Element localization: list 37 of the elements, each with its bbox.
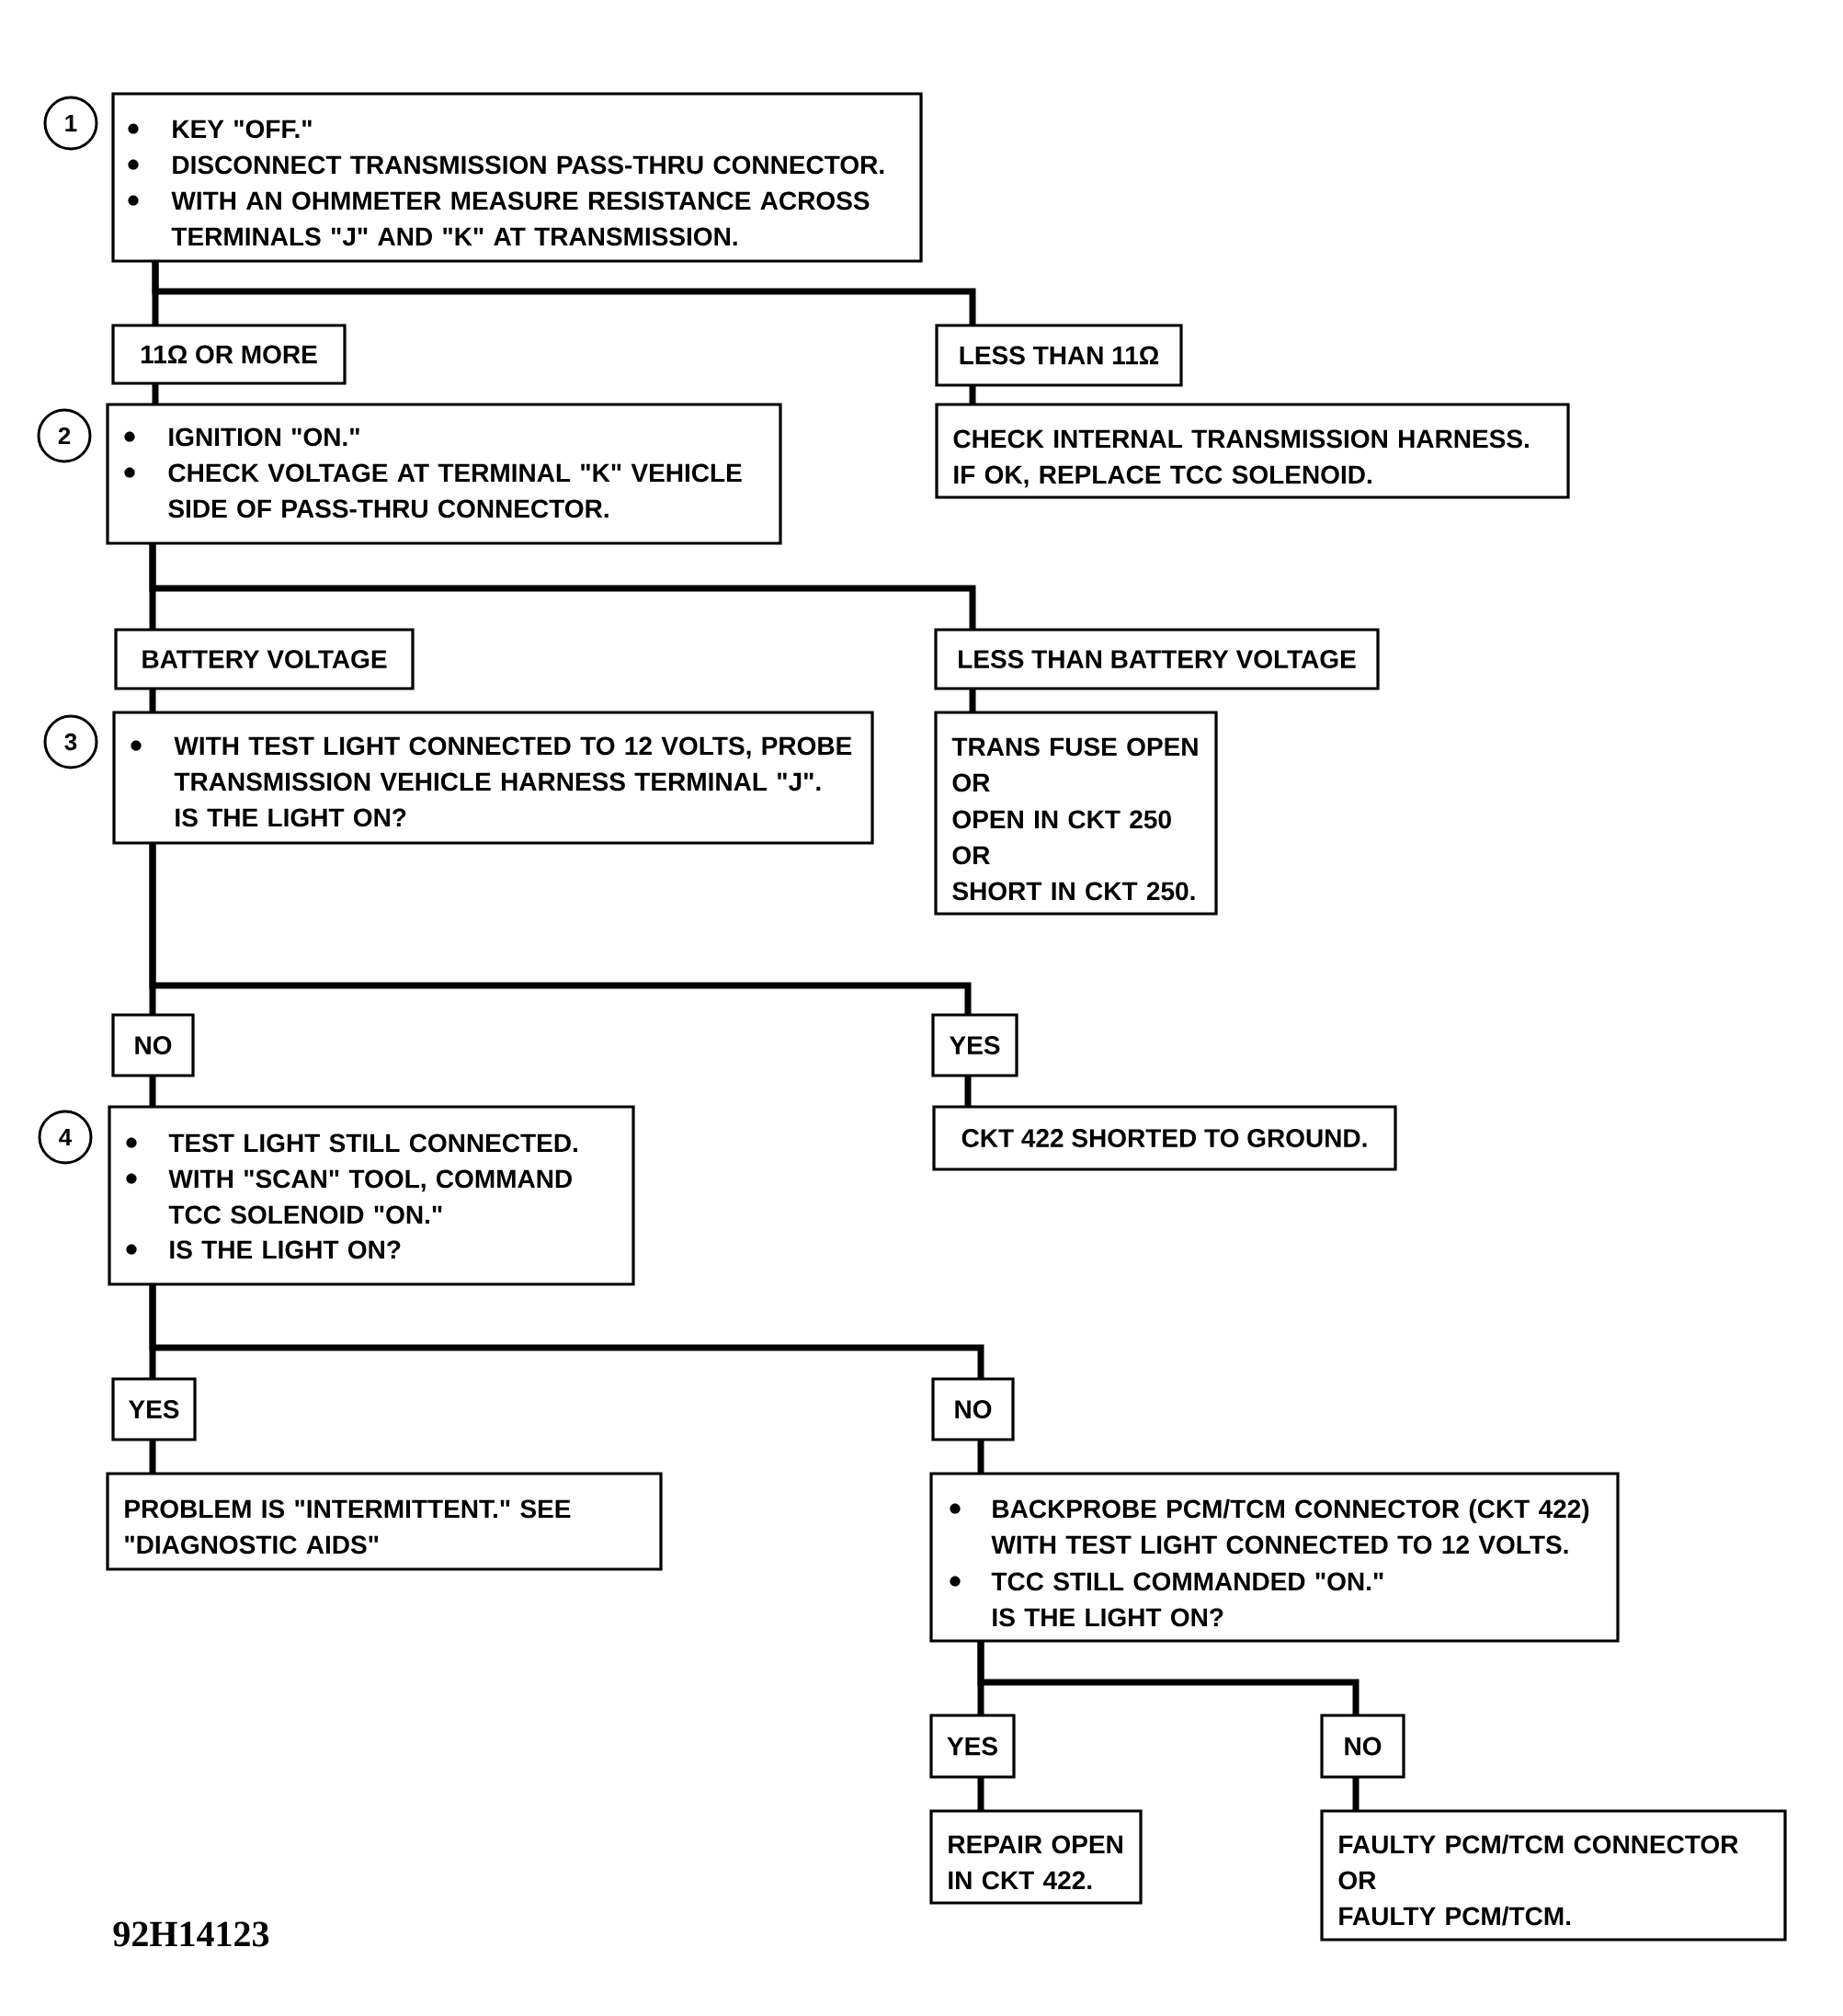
connector-line <box>152 261 976 325</box>
instruction-box: KEY "OFF." DISCONNECT TRANSMISSION PASS-THRU CONNECTOR. WITH AN OHMMETER MEASURE RESISTANCE ACROSS TERMINALS "J" AND "K" AT TRANSMISSION. <box>111 92 923 263</box>
connector-line <box>149 543 976 630</box>
connector-line <box>149 843 972 1015</box>
connector-line <box>964 1076 972 1107</box>
connector-line <box>977 1440 984 1474</box>
condition-box: LESS THAN BATTERY VOLTAGE <box>934 628 1380 690</box>
instruction-box: TEST LIGHT STILL CONNECTED. WITH "SCAN" TOOL, COMMAND TCC SOLENOID "ON." IS THE LIGHT ON? <box>108 1105 635 1286</box>
instruction-box: IGNITION "ON." CHECK VOLTAGE AT TERMINAL "K" VEHICLE SIDE OF PASS-THRU CONNECTOR. <box>106 403 782 545</box>
result-box: FAULTY PCM/TCM CONNECTOR OR FAULTY PCM/TCM. <box>1320 1809 1787 1942</box>
condition-box: BATTERY VOLTAGE <box>114 628 415 690</box>
connector-line <box>977 1777 984 1811</box>
connector-line <box>149 1440 156 1474</box>
connector-line <box>152 383 159 404</box>
result-box: REPAIR OPEN IN CKT 422. <box>929 1809 1143 1905</box>
connector-line <box>969 689 976 712</box>
instruction-box: BACKPROBE PCM/TCM CONNECTOR (CKT 422) WITH TEST LIGHT CONNECTED TO 12 VOLTS. TCC STILL COMMANDED "ON." IS THE LIGHT ON? <box>929 1472 1620 1643</box>
condition-box: 11Ω OR MORE <box>111 324 347 385</box>
condition-box: LESS THAN 11Ω <box>935 324 1183 387</box>
connector-line <box>149 689 156 712</box>
condition-box: YES <box>111 1377 197 1441</box>
condition-box: YES <box>931 1013 1018 1077</box>
instruction-box: WITH TEST LIGHT CONNECTED TO 12 VOLTS, PROBE TRANSMISSION VEHICLE HARNESS TERMINAL "J". IS THE LIGHT ON? <box>112 711 874 845</box>
result-box: TRANS FUSE OPEN OR OPEN IN CKT 250 OR SHORT IN CKT 250. <box>934 711 1218 916</box>
connector-line <box>149 1076 156 1107</box>
connector-line <box>149 1284 984 1379</box>
condition-box: NO <box>111 1013 195 1077</box>
figure-code: 92H14123 <box>113 1921 269 1947</box>
result-box: PROBLEM IS "INTERMITTENT." SEE "DIAGNOSTIC AIDS" <box>106 1472 663 1571</box>
result-box: CKT 422 SHORTED TO GROUND. <box>932 1105 1397 1171</box>
connector-line <box>1352 1777 1359 1811</box>
connector-line <box>977 1641 1359 1715</box>
condition-box: YES <box>929 1714 1016 1779</box>
result-box: CHECK INTERNAL TRANSMISSION HARNESS. IF OK, REPLACE TCC SOLENOID. <box>935 403 1570 499</box>
connector-line <box>969 385 976 404</box>
condition-box: NO <box>1320 1714 1405 1779</box>
condition-box: NO <box>931 1377 1015 1441</box>
